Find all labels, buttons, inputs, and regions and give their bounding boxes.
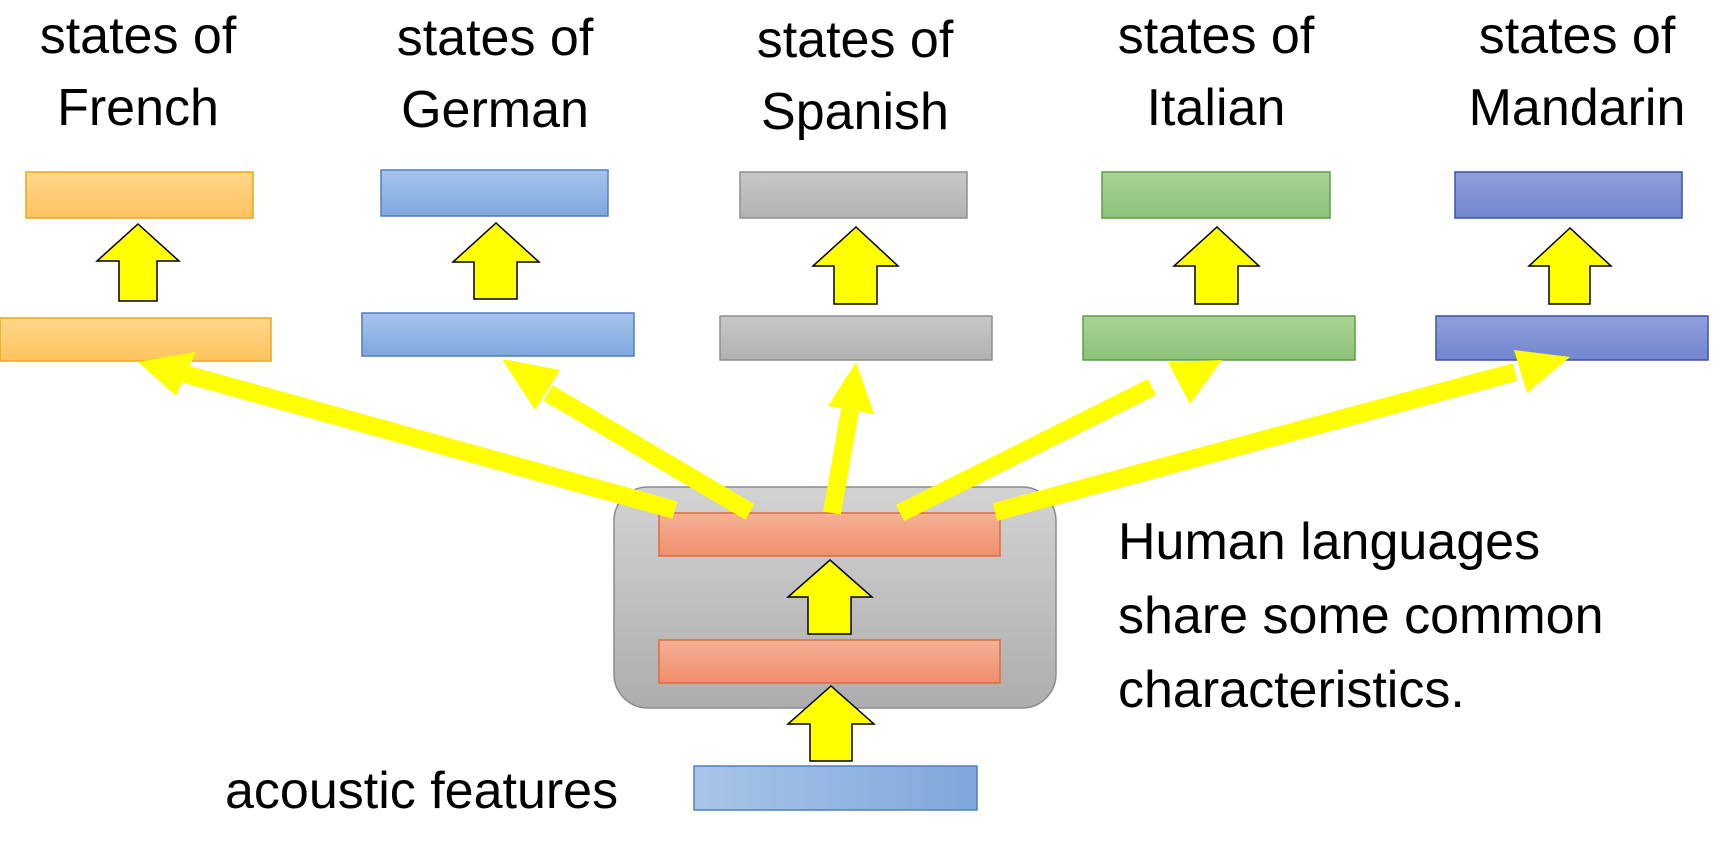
language-title-line2: Mandarin — [1468, 79, 1686, 137]
branch-arrow-french — [138, 352, 678, 519]
french-output-layer — [25, 171, 254, 219]
up-arrow-input — [786, 684, 876, 762]
language-title-line2: Italian — [1146, 79, 1286, 137]
language-title-german: states of German — [345, 2, 645, 146]
up-arrow-italian — [1172, 225, 1261, 305]
branch-arrows — [138, 350, 1570, 522]
note-line3: characteristics. — [1118, 661, 1465, 719]
italian-hidden-layer — [1082, 315, 1356, 361]
up-arrow-spanish — [811, 225, 900, 305]
shared-layer-bottom — [658, 639, 1001, 684]
acoustic-features-label: acoustic features — [225, 762, 619, 820]
branch-arrow-mandarin — [992, 350, 1570, 521]
language-title-line1: states of — [756, 11, 954, 69]
note-line1: Human languages — [1118, 513, 1541, 571]
up-arrow-german — [451, 221, 541, 300]
language-title-italian: states of Italian — [1066, 0, 1366, 144]
shared-layer-top — [658, 512, 1001, 557]
language-title-line2: French — [57, 79, 219, 137]
up-arrows — [95, 221, 1613, 762]
language-title-line1: states of — [1117, 7, 1315, 65]
spanish-hidden-layer — [719, 315, 993, 361]
language-title-line1: states of — [1478, 7, 1676, 65]
german-hidden-layer — [361, 312, 635, 357]
acoustic-features-layer — [693, 765, 978, 811]
italian-output-layer — [1101, 171, 1331, 219]
up-arrow-mandarin — [1527, 226, 1613, 305]
language-title-line1: states of — [396, 9, 594, 67]
language-title-mandarin: states of Mandarin — [1412, 0, 1720, 144]
language-title-line2: Spanish — [761, 83, 949, 141]
branch-arrow-german — [502, 359, 755, 520]
mandarin-hidden-layer — [1435, 315, 1709, 361]
spanish-output-layer — [739, 171, 968, 219]
language-title-french: states of French — [0, 0, 288, 144]
language-title-line2: German — [401, 81, 589, 139]
mandarin-output-layer — [1454, 171, 1683, 219]
german-output-layer — [380, 169, 609, 217]
branch-arrow-italian — [895, 360, 1222, 522]
language-title-spanish: states of Spanish — [705, 4, 1005, 148]
language-title-line1: states of — [39, 7, 237, 65]
shared-characteristics-note: Human languages share some common charac… — [1118, 505, 1604, 727]
branch-arrow-spanish — [823, 362, 874, 515]
up-arrow-french — [95, 222, 181, 302]
note-line2: share some common — [1118, 587, 1604, 645]
french-hidden-layer — [0, 317, 272, 362]
up-arrow-shared — [786, 559, 874, 635]
